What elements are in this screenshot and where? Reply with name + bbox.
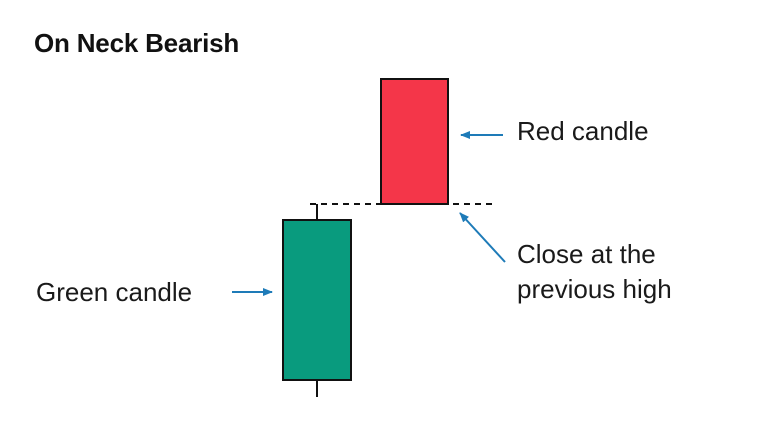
green-candle-body (282, 219, 352, 381)
diagram-title: On Neck Bearish (34, 28, 240, 58)
red-candle-label-text: Red candle (517, 116, 649, 146)
close-at-previous-high-label: Close at the previous high (517, 237, 672, 307)
red-candle-body (380, 78, 449, 205)
close-label-line-2: previous high (517, 274, 672, 304)
green-candle-label-text: Green candle (36, 277, 193, 307)
close-label-line-1: Close at the (517, 239, 656, 269)
red-candle-label: Red candle (517, 114, 649, 149)
green-candle-label: Green candle (36, 275, 192, 310)
close-arrow-icon (459, 212, 506, 263)
